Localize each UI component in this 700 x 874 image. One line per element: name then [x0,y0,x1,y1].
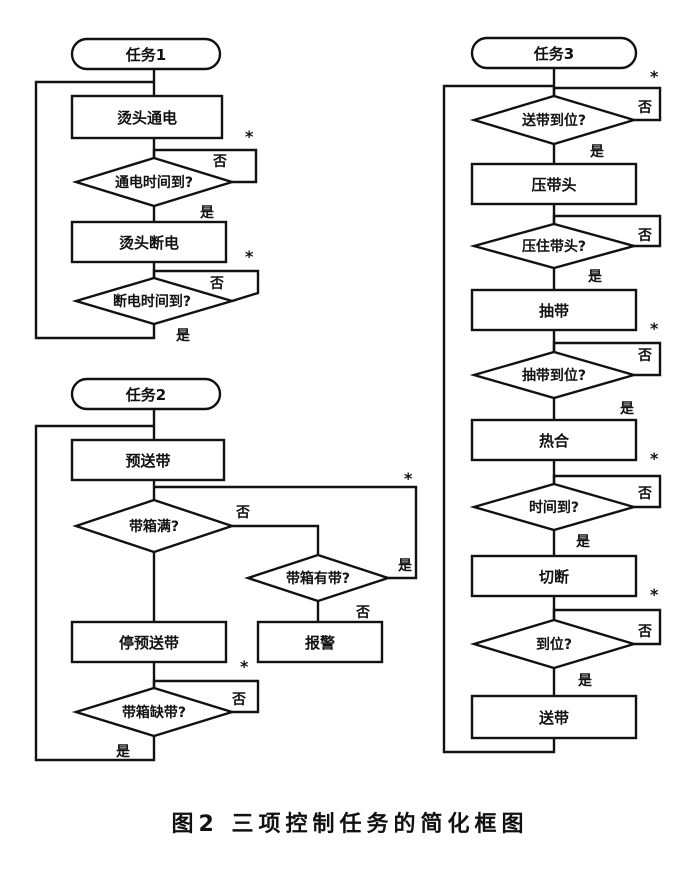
task2-check1-no-branch [232,524,320,555]
task2-title: 任务2 [125,386,166,404]
task2-check1-no-label: 否 [235,505,250,521]
task1-flowchart: 任务1 烫头通电 通电时间到? 否 * 是 烫头断电 断电时间到? 否 * 是 [34,37,260,344]
task3-check4-no-loop [552,474,662,509]
task3-check5-no-label: 否 [637,624,652,640]
task3-step2-box [470,288,638,332]
task1-step2-box [70,220,228,264]
task2-check3-star: * [240,657,249,676]
task1-return-loop [34,80,156,340]
task3-step1-box [470,162,638,206]
task1-check2-label: 断电时间到? [113,293,191,310]
task3-check2-no-label: 否 [637,228,652,244]
task2-check3-no-label: 否 [231,692,246,708]
task3-check4-no-label: 否 [637,486,652,502]
task2-check3-no-loop [152,679,260,714]
task2-step1-box [70,438,226,482]
task3-step3-label: 热合 [539,432,570,450]
task1-check1-yes-label: 是 [200,205,215,221]
task3-check4-star: * [650,449,659,468]
task2-step2-box [70,620,228,664]
task3-check1-no-label: 否 [637,100,652,116]
figure-caption: 图2 三项控制任务的简化框图 [171,812,529,837]
task1-step1-box [70,94,224,140]
task3-check2-no-loop [552,214,662,248]
task2-check2-yes-label: 是 [398,558,413,574]
task3-check5-label: 到位? [536,636,572,653]
task1-check1-no-loop [152,148,258,184]
task1-check2-star: * [245,247,254,266]
task2-check3-label: 带箱缺带? [122,704,186,721]
task1-check1-star: * [245,127,254,146]
task3-check3-star: * [650,319,659,338]
task1-title: 任务1 [125,46,166,64]
task1-check2-yes-label: 是 [176,328,191,344]
task3-step5-label: 送带 [538,709,569,727]
task2-step2-label: 停预送带 [119,634,179,652]
task2-check3-yes-label: 是 [116,744,131,760]
task3-check1-yes-label: 是 [590,144,605,160]
task2-check2-no-label: 否 [355,605,370,621]
task3-flowchart: 任务3 送带到位? 否 * 是 压带头 压住带头? 否 是 抽带 抽带到位? 否… [442,36,662,754]
task3-title: 任务3 [533,45,574,63]
task1-check2-no-label: 否 [209,276,224,292]
task3-check5-star: * [650,585,659,604]
task3-check5-yes-label: 是 [578,673,593,689]
task1-check1-no-label: 否 [212,154,227,170]
task1-terminal [70,37,222,71]
task3-check3-no-label: 否 [637,348,652,364]
task1-step2-label: 烫头断电 [119,234,179,252]
task3-check3-yes-label: 是 [620,401,635,417]
task3-check3-no-loop [552,341,662,377]
task3-return-loop [442,84,556,754]
task1-step1-label: 烫头通电 [117,109,177,127]
task2-check1-label: 带箱满? [129,518,179,535]
task3-check1-label: 送带到位? [521,112,586,129]
task2-check2-yes-loop [154,485,418,580]
task3-check5-no-loop [552,608,662,646]
task3-check4-yes-label: 是 [576,534,591,550]
task3-step1-label: 压带头 [531,176,576,194]
task3-check4-label: 时间到? [529,499,579,516]
task2-terminal [70,377,222,411]
task3-step4-label: 切断 [539,568,569,586]
task2-step1-label: 预送带 [125,452,170,470]
task2-alarm-label: 报警 [305,634,335,652]
task3-check2-label: 压住带头? [522,238,586,255]
task1-check1-label: 通电时间到? [115,174,193,191]
task3-check1-star: * [650,67,659,86]
task2-check2-star: * [404,469,413,488]
task3-step4-box [470,554,638,598]
task1-check2-no-loop [152,269,260,303]
task2-check2-label: 带箱有带? [286,570,350,587]
task3-check1-no-loop [552,86,662,122]
task3-step2-label: 抽带 [539,302,569,320]
task2-return-loop [34,424,156,762]
task2-alarm-box [256,620,384,664]
task2-flowchart: 任务2 预送带 带箱满? 否 带箱有带? 是 * 否 报警 停预送带 带箱缺带?… [34,377,418,762]
task3-check3-label: 抽带到位? [522,367,586,384]
task3-check2-yes-label: 是 [588,269,603,285]
